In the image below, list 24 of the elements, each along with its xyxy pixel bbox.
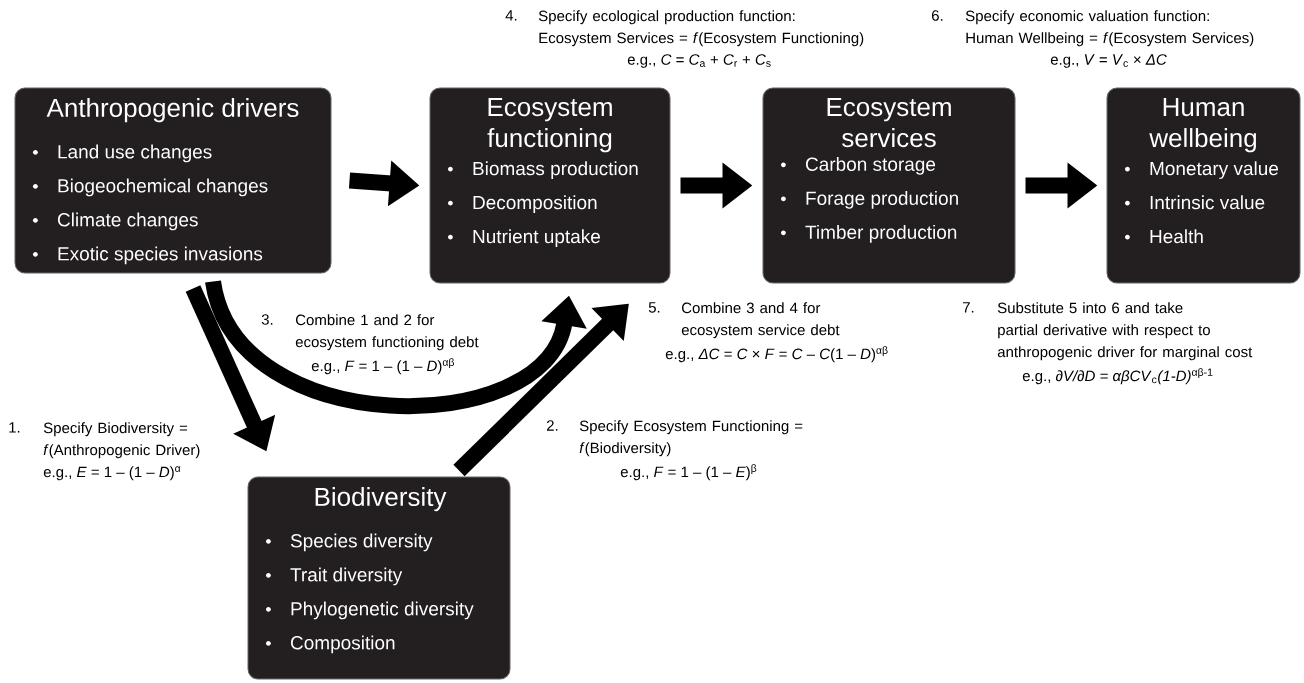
process-box: Biodiversity Species diversity Trait diversity Phylogenetic diversity Composition — [247, 476, 511, 680]
formula: e.g., V = V$_{c}$ × ΔC — [1050, 54, 1167, 68]
step-number: 4. — [505, 10, 517, 21]
step-number: 2. — [546, 420, 558, 431]
step-text: Specify Biodiversity = f(Anthropogenic Driver) — [43, 422, 200, 459]
step-text: Specify Ecosystem Functioning = f(Biodiversity) — [579, 420, 803, 457]
process-box: Anthropogenic drivers Land use changes Biogeochemical changes Climate changes Exotic species invasions — [14, 87, 332, 274]
formula: e.g., E = 1 – (1 – D)$^{α}$ — [43, 466, 181, 481]
process-box: Human wellbeing Monetary value Intrinsic value Health — [1106, 87, 1301, 284]
step-text: Combine 3 and 4 for ecosystem service debt — [681, 302, 840, 339]
formula: e.g., F = 1 – (1 – E)$^{β}$ — [620, 464, 757, 481]
step-number: 3. — [261, 314, 273, 325]
step-text: Specify economic valuation function: Human Wellbeing = f(Ecosystem Services) — [965, 10, 1254, 47]
step-number: 1. — [9, 422, 20, 433]
formula: e.g., ΔC = C × F = C – C(1 – D)$^{αβ}$ — [665, 346, 888, 363]
step-number: 5. — [648, 302, 660, 313]
formula: e.g., C = C$_{a}$ + C$_{r}$ + C$_{s}$ — [627, 54, 771, 68]
formula: e.g., ∂V/∂D = αβCV$_{c}$(1-D)$^{αβ-1}$ — [1022, 368, 1213, 385]
process-box: Ecosystem functioning Biomass production Decomposition Nutrient uptake — [429, 87, 671, 284]
formula: e.g., F = 1 – (1 – D)$^{αβ}$ — [311, 358, 455, 375]
step-text: Specify ecological production function: Ecosystem Services = f(Ecosystem Functioning) — [538, 10, 864, 47]
process-box: Ecosystem services Carbon storage Forage production Timber production — [762, 87, 1016, 284]
step-number: 7. — [963, 302, 974, 313]
step-number: 6. — [932, 10, 943, 21]
